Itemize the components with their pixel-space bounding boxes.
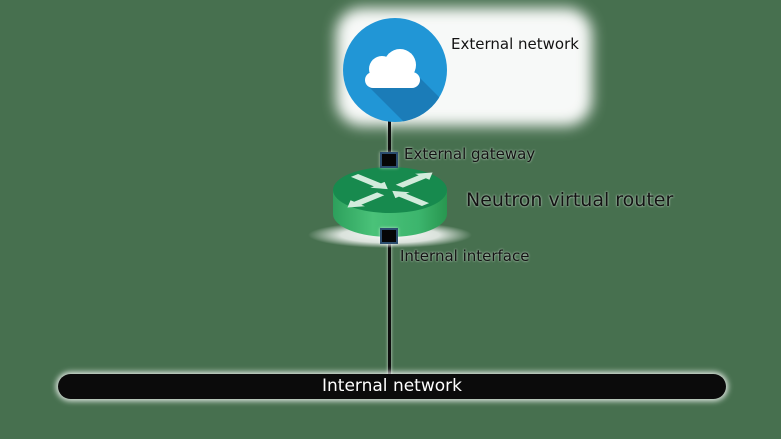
external-gateway-port bbox=[380, 152, 398, 168]
interface-to-network-line bbox=[388, 240, 391, 378]
external-network-label: External network bbox=[451, 35, 579, 53]
external-to-gateway-line bbox=[388, 118, 391, 158]
internal-interface-label: Internal interface bbox=[400, 247, 530, 265]
external-gateway-label: External gateway bbox=[404, 145, 536, 163]
internal-interface-port bbox=[380, 228, 398, 244]
router-label: Neutron virtual router bbox=[466, 189, 674, 211]
cloud-icon bbox=[343, 18, 447, 122]
external-network-node bbox=[341, 16, 449, 124]
internal-network-label: Internal network bbox=[322, 376, 462, 396]
router-node bbox=[300, 158, 480, 250]
internal-network-bar: Internal network bbox=[58, 374, 726, 399]
router-icon bbox=[308, 167, 472, 248]
